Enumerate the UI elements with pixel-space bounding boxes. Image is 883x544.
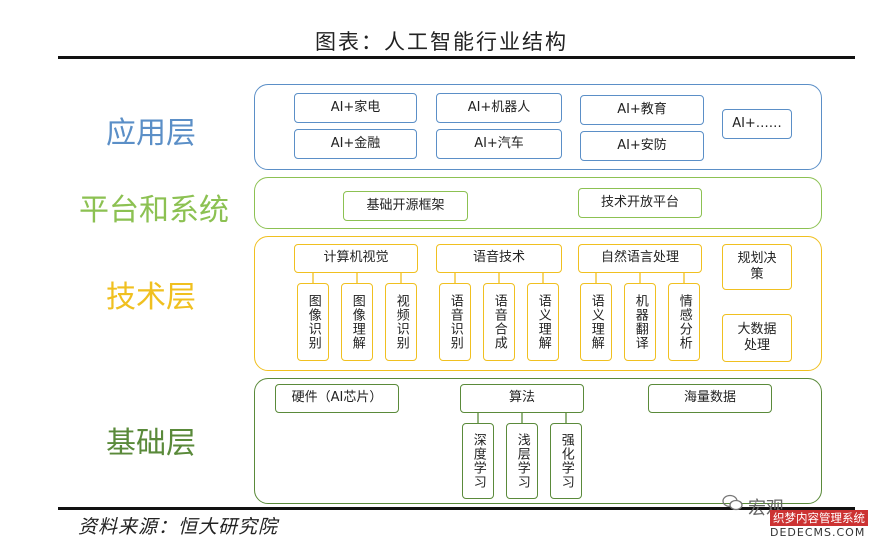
- platform-layer-frame: [254, 177, 822, 229]
- app-item-security: AI+安防: [580, 131, 704, 161]
- platform-item-open-tech-platform: 技术开放平台: [578, 188, 702, 218]
- wechat-icon: [722, 494, 744, 512]
- app-item-education: AI+教育: [580, 95, 704, 125]
- app-item-robot: AI+机器人: [436, 93, 562, 123]
- source-note: 资料来源：恒大研究院: [78, 516, 279, 538]
- base-item-deep-learning: 深度学习: [462, 423, 494, 499]
- tech-group-nlp: 自然语言处理: [578, 244, 702, 273]
- tech-layer-frame: [254, 236, 822, 371]
- app-item-auto: AI+汽车: [436, 129, 562, 159]
- base-item-massive-data: 海量数据: [648, 384, 772, 413]
- watermark-banner: 织梦内容管理系统: [770, 510, 868, 526]
- base-item-reinforcement-learning: 强化学习: [550, 423, 582, 499]
- top-rule: [58, 56, 855, 59]
- base-item-hardware-ai-chip: 硬件（AI芯片）: [275, 384, 399, 413]
- tech-item-video-recognition: 视频识别: [385, 283, 417, 361]
- tech-layer-label: 技术层: [106, 280, 196, 315]
- tech-item-semantic-understanding-speech: 语义理解: [527, 283, 559, 361]
- tech-item-image-recognition: 图像识别: [297, 283, 329, 361]
- tech-group-speech: 语音技术: [436, 244, 562, 273]
- app-item-more: AI+……: [722, 109, 792, 139]
- tech-item-big-data-processing: 大数据处理: [722, 314, 792, 362]
- tech-item-sentiment-analysis: 情感分析: [668, 283, 700, 361]
- base-item-shallow-learning: 浅层学习: [506, 423, 538, 499]
- app-layer-frame: [254, 84, 822, 170]
- chart-title: 图表：人工智能行业结构: [315, 30, 568, 54]
- tech-group-computer-vision: 计算机视觉: [294, 244, 418, 273]
- tech-item-image-understanding: 图像理解: [341, 283, 373, 361]
- base-item-algorithm: 算法: [460, 384, 584, 413]
- tech-item-speech-synthesis: 语音合成: [483, 283, 515, 361]
- app-item-finance: AI+金融: [294, 129, 417, 159]
- tech-item-speech-recognition: 语音识别: [439, 283, 471, 361]
- base-layer-label: 基础层: [106, 426, 196, 461]
- app-item-home-appliance: AI+家电: [294, 93, 417, 123]
- bottom-rule: [58, 507, 855, 510]
- tech-item-planning-decision: 规划决策: [722, 244, 792, 290]
- tech-item-semantic-understanding-nlp: 语义理解: [580, 283, 612, 361]
- tech-item-machine-translation: 机器翻译: [624, 283, 656, 361]
- platform-item-open-source-framework: 基础开源框架: [343, 191, 468, 221]
- base-layer-frame: [254, 378, 822, 504]
- platform-layer-label: 平台和系统: [79, 193, 229, 228]
- watermark-url: DEDECMS.COM: [770, 526, 866, 539]
- app-layer-label: 应用层: [106, 116, 196, 151]
